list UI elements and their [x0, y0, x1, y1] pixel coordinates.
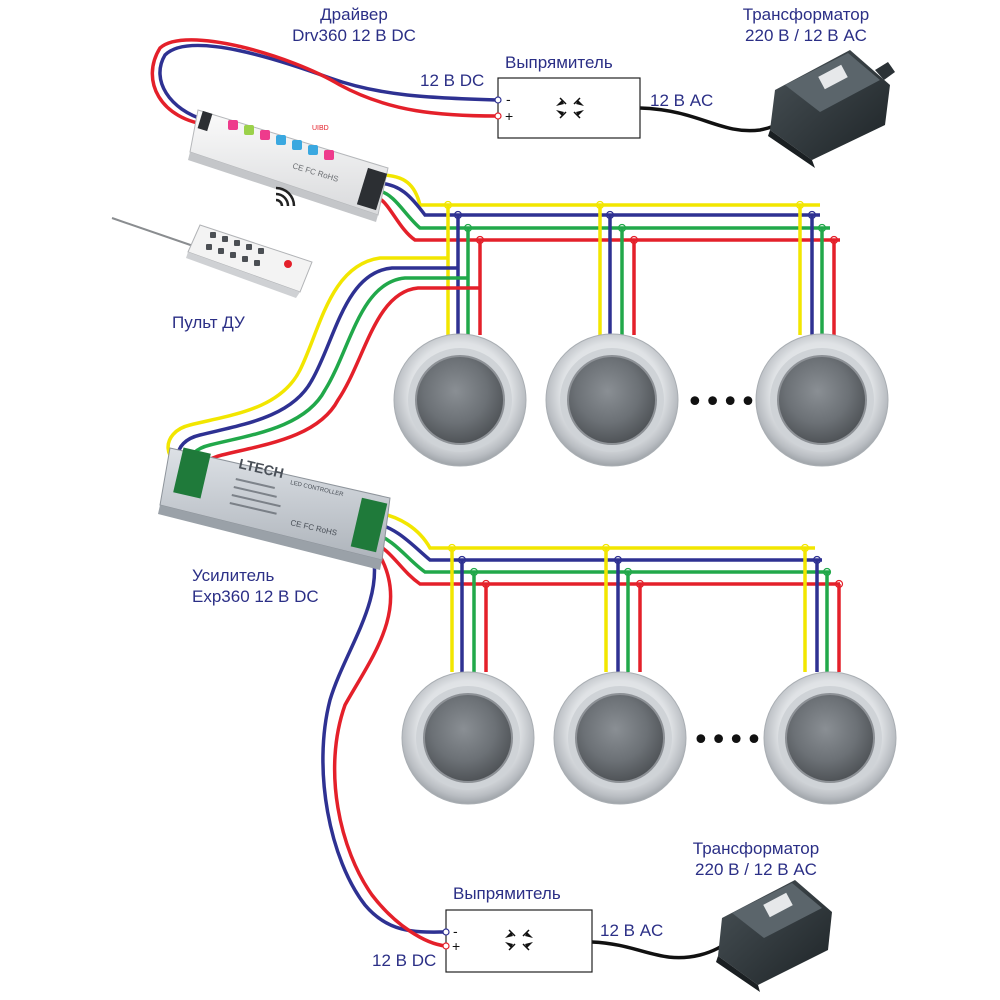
rectifier-bottom-plus: +: [452, 938, 460, 954]
top-drop-wires: [446, 205, 836, 335]
driver-power-terminal: [197, 110, 213, 132]
amplifier-output-terminal: [350, 497, 388, 553]
driver-label-line2: Drv360 12 В DC: [292, 26, 416, 45]
rectifier-bottom-label: Выпрямитель: [453, 884, 561, 903]
wire-blue-driver-dc: [158, 43, 498, 122]
rectifier-top-label: Выпрямитель: [505, 53, 613, 72]
driver-output-terminal: [356, 167, 388, 211]
wire-red-driver-dc: [150, 38, 498, 127]
driver-device: UIBD CE FC RoHS: [188, 109, 389, 222]
transformer-bottom: [716, 880, 832, 992]
transformer-top: [768, 50, 895, 168]
top-junction-dots: [443, 200, 839, 245]
transformer-top-label-line2: 220 В / 12 В AC: [745, 26, 867, 45]
driver-mark: UIBD: [312, 125, 329, 132]
transformer-bottom-label-line1: Трансформатор: [692, 839, 820, 858]
pool-lamp: [763, 671, 897, 805]
transformer-bottom-label: Трансформатор 220 В / 12 В AC: [676, 838, 836, 880]
lamp-continuation-dots: ••••: [692, 723, 763, 758]
rectifier-top-minus: -: [506, 91, 511, 107]
driver-buttons: [228, 120, 334, 160]
rectifier-bottom-minus: -: [453, 923, 458, 939]
transformer-top-label-line1: Трансформатор: [742, 5, 870, 24]
bottom-drop-wires: [450, 548, 841, 672]
remote-control: [111, 217, 313, 298]
pool-lamp: [553, 671, 687, 805]
rectifier-top-output-label: 12 В AC: [650, 91, 714, 110]
amplifier-label-line2: Exp360 12 В DC: [192, 587, 319, 606]
amplifier-device: LTECH LED CONTROLLER CE FC RoHS: [158, 447, 391, 570]
driver-label-line1: Драйвер: [320, 5, 388, 24]
amplifier-power-wires: [321, 549, 447, 948]
transformer-top-label: Трансформатор 220 В / 12 В AC: [726, 4, 886, 46]
lamp-row-bottom: ••••: [401, 671, 897, 805]
rectifier-bottom: - +: [442, 909, 593, 973]
pool-lamp: [545, 333, 679, 467]
rectifier-top-plus: +: [505, 108, 513, 124]
lamp-row-top: ••••: [393, 333, 889, 467]
rectifier-bottom-input-label: 12 В DC: [372, 951, 437, 970]
lamp-continuation-dots: ••••: [686, 385, 757, 420]
pool-lamp: [755, 333, 889, 467]
diode-bridge-icon: [556, 97, 584, 119]
top-bus-wires: [378, 173, 840, 242]
rectifier-bottom-output-label: 12 В AC: [600, 921, 664, 940]
pool-lamp: [393, 333, 527, 467]
rectifier-top: - +: [494, 77, 641, 139]
transformer-bottom-label-line2: 220 В / 12 В AC: [695, 860, 817, 879]
bottom-junction-dots: [447, 543, 844, 589]
wireless-signal-icon: [275, 186, 296, 207]
driver-power-wires: [150, 38, 498, 127]
amplifier-label: Усилитель Exp360 12 В DC: [192, 565, 319, 607]
amplifier-input-terminal: [173, 447, 211, 499]
diode-bridge-icon: [505, 929, 533, 951]
pool-lamp: [401, 671, 535, 805]
amplifier-label-line1: Усилитель: [192, 566, 275, 585]
remote-label: Пульт ДУ: [172, 313, 245, 332]
rectifier-top-input-label: 12 В DC: [420, 71, 485, 90]
driver-label: Драйвер Drv360 12 В DC: [284, 4, 424, 46]
